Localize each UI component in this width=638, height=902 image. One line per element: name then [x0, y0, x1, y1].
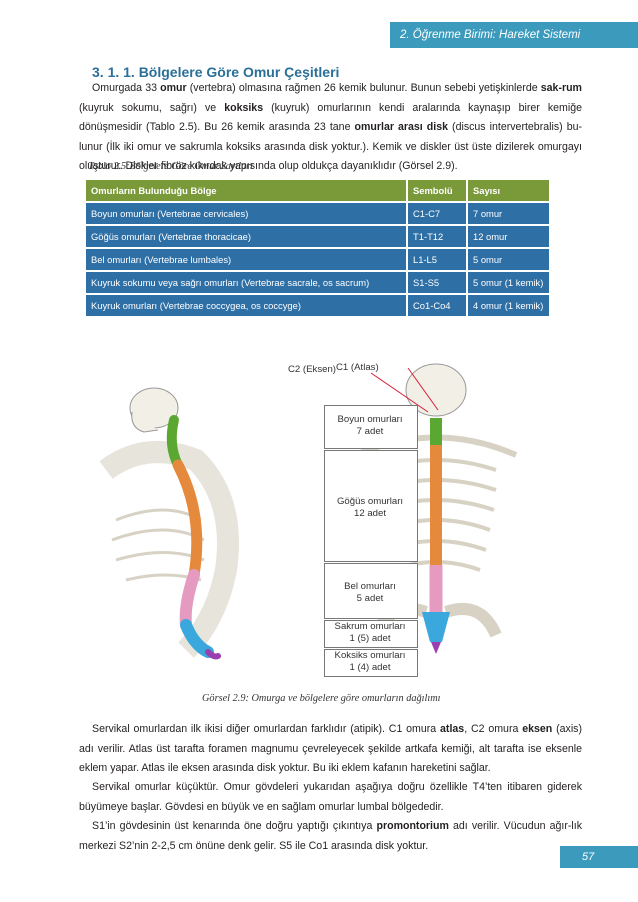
cell-symbol: T1-T12	[406, 226, 466, 247]
text: (axis) adı verilir. Atlas üst tarafta fo…	[79, 723, 582, 774]
label-name: Bel omurları	[344, 581, 396, 592]
cell-region: Boyun omurları (Vertebrae cervicales)	[86, 203, 406, 224]
vertebra-table: Omurların Bulunduğu Bölge Sembolü Sayısı…	[86, 178, 549, 318]
label-name: Boyun omurları	[337, 414, 403, 425]
cell-symbol: Co1-Co4	[406, 295, 466, 316]
cell-count: 5 omur	[466, 249, 549, 270]
cell-symbol: L1-L5	[406, 249, 466, 270]
side-view-skeleton	[99, 387, 239, 660]
cell-region: Göğüs omurları (Vertebrae thoracicae)	[86, 226, 406, 247]
label-box-sacrum	[324, 620, 418, 648]
text: adı verilir. Vücudun ağır-lık merkezi S2…	[79, 820, 582, 852]
cell-region: Kuyruk sokumu veya sağrı omurları (Verte…	[86, 272, 406, 293]
paragraph-3: Servikal omurlar küçüktür. Omur gövdeler…	[79, 778, 582, 817]
label-box-cervical	[324, 405, 418, 449]
label-count: 5 adet	[356, 593, 384, 604]
text: Servikal omurlardan ilk ikisi diğer omur…	[92, 723, 441, 735]
header-symbol: Sembolü	[406, 180, 466, 201]
bold-term: omur	[160, 82, 187, 94]
label-name: Sakrum omurları	[334, 621, 406, 632]
paragraph-1: Omurgada 33 omur (vertebra) olmasına rağ…	[79, 79, 582, 177]
text: (kuyruk) omurlarının kendi aralarında ka…	[79, 101, 583, 134]
bold-term: promontorium	[376, 820, 449, 832]
table-row: Kuyruk omurları (Vertebrae coccygea, os …	[86, 295, 549, 316]
table-row: Kuyruk sokumu veya sağrı omurları (Verte…	[86, 272, 549, 293]
label-count: 12 adet	[353, 508, 386, 519]
cell-region: Kuyruk omurları (Vertebrae coccygea, os …	[86, 295, 406, 316]
table-caption: Tablo 2.5:Bölgelere Göre Omur Sayıları	[88, 161, 253, 172]
section-title: 3. 1. 1. Bölgelere Göre Omur Çeşitleri	[92, 64, 340, 80]
label-box-coccyx	[324, 649, 418, 677]
cell-count: 12 omur	[466, 226, 549, 247]
figure-caption: Görsel 2.9: Omurga ve bölgelere göre omu…	[202, 693, 441, 704]
text: (vertebra) olmasına rağmen 26 kemik bulu…	[186, 82, 541, 94]
cell-count: 5 omur (1 kemik)	[466, 272, 549, 293]
label-name: Göğüs omurları	[336, 496, 404, 507]
label-name: Koksiks omurları	[334, 650, 406, 661]
label-box-lumbar	[324, 563, 418, 619]
text: (discus intervertebralis) bu-lunur (İlk …	[79, 121, 583, 172]
bold-term: omurlar arası disk	[354, 121, 448, 133]
bold-term: koksiks	[224, 101, 264, 114]
text: Servikal omurlar küçüktür. Omur gövdeler…	[79, 781, 582, 813]
label-count: 7 adet	[356, 426, 384, 437]
cell-symbol: C1-C7	[406, 203, 466, 224]
text: (kuyruk sokumu, sağrı) ve	[79, 101, 225, 114]
text: S1’in gövdesinin üst kenarında öne doğru…	[92, 820, 377, 832]
unit-banner: 2. Öğrenme Birimi: Hareket Sistemi	[390, 22, 638, 48]
text: , C2 omura	[464, 723, 523, 735]
header-count: Sayısı	[466, 180, 549, 201]
table-row: Boyun omurları (Vertebrae cervicales) C1…	[86, 203, 549, 224]
bold-term: eksen	[522, 723, 553, 735]
bold-term: atlas	[440, 723, 465, 735]
label-box-thoracic	[324, 450, 418, 562]
label-c2: C2 (Eksen)	[288, 364, 336, 375]
header-region: Omurların Bulunduğu Bölge	[86, 180, 406, 201]
table-row: Göğüs omurları (Vertebrae thoracicae) T1…	[86, 226, 549, 247]
label-count: 1 (5) adet	[349, 633, 391, 644]
bold-term: sak-rum	[540, 82, 582, 94]
table-header-row: Omurların Bulunduğu Bölge Sembolü Sayısı	[86, 180, 549, 201]
paragraph-4: S1’in gövdesinin üst kenarında öne doğru…	[79, 817, 582, 856]
table-row: Bel omurları (Vertebrae lumbales) L1-L5 …	[86, 249, 549, 270]
text: Omurgada 33	[92, 82, 161, 94]
cell-symbol: S1-S5	[406, 272, 466, 293]
cell-count: 7 omur	[466, 203, 549, 224]
spine-illustration	[99, 363, 518, 660]
page-number: 57	[560, 846, 638, 868]
label-c1: C1 (Atlas)	[336, 362, 379, 373]
paragraph-2: Servikal omurlardan ilk ikisi diğer omur…	[79, 720, 582, 779]
label-count: 1 (4) adet	[349, 662, 391, 673]
cell-count: 4 omur (1 kemik)	[466, 295, 549, 316]
cell-region: Bel omurları (Vertebrae lumbales)	[86, 249, 406, 270]
